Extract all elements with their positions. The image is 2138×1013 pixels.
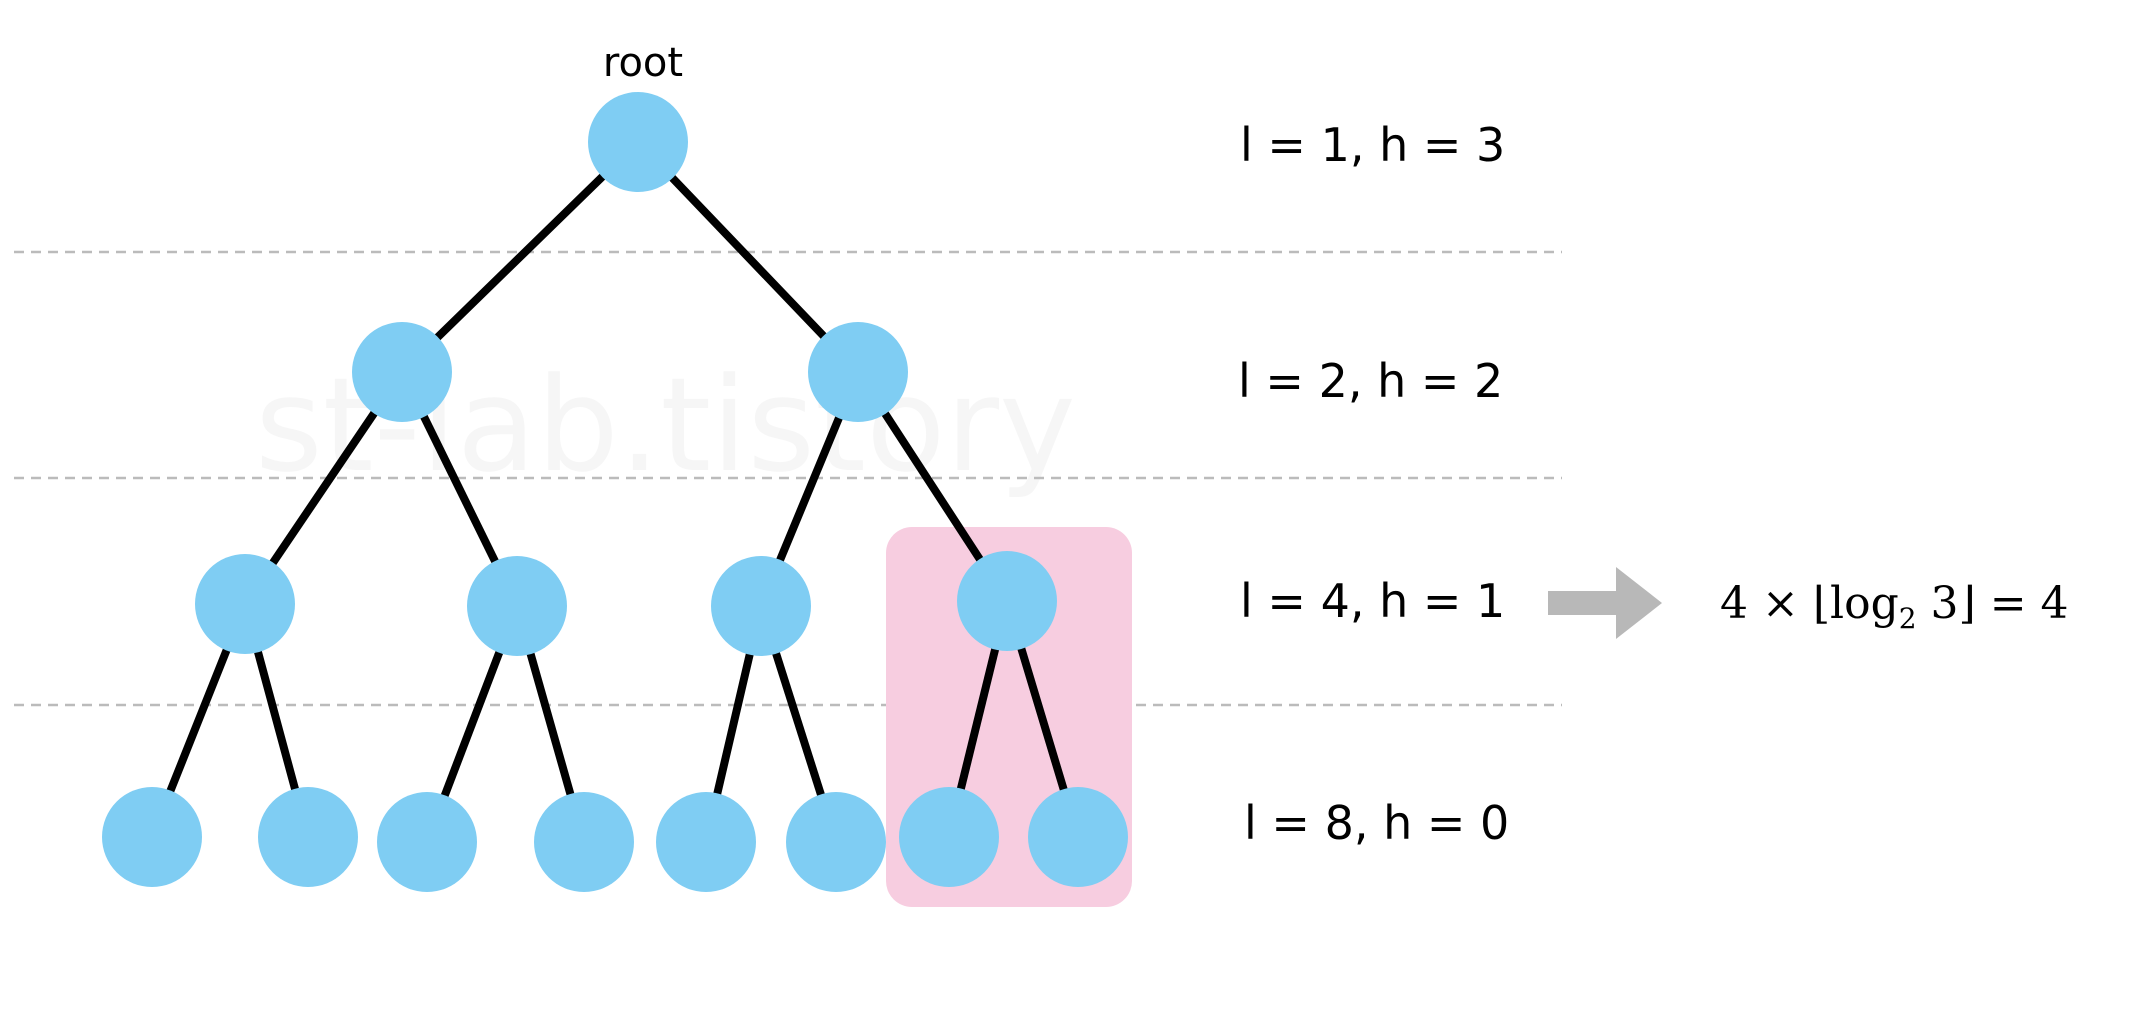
formula: 4 × ⌊log2 3⌋ = 4 bbox=[1720, 578, 2069, 635]
tree-leaf bbox=[102, 787, 202, 887]
formula-subscript: 2 bbox=[1899, 602, 1917, 635]
tree-node bbox=[711, 556, 811, 656]
tree-node bbox=[352, 322, 452, 422]
tree-node bbox=[957, 551, 1057, 651]
level-label-2: l = 2, h = 2 bbox=[1238, 354, 1503, 408]
tree-node-root bbox=[588, 92, 688, 192]
tree-leaf bbox=[786, 792, 886, 892]
level-label-3: l = 4, h = 1 bbox=[1240, 574, 1505, 628]
tree-leaf bbox=[534, 792, 634, 892]
tree-leaf bbox=[656, 792, 756, 892]
tree-leaf bbox=[377, 792, 477, 892]
level-label-4: l = 8, h = 0 bbox=[1244, 796, 1509, 850]
root-label: root bbox=[603, 40, 683, 86]
tree-leaf bbox=[899, 787, 999, 887]
tree-leaf bbox=[258, 787, 358, 887]
right-arrow-icon bbox=[1548, 567, 1662, 639]
level-label-1: l = 1, h = 3 bbox=[1240, 118, 1505, 172]
tree-edge bbox=[635, 139, 861, 375]
formula-prefix: 4 × ⌊log bbox=[1720, 578, 1899, 629]
tree-leaf bbox=[1028, 787, 1128, 887]
formula-suffix: 3⌋ = 4 bbox=[1917, 578, 2069, 629]
tree-edge bbox=[399, 139, 641, 375]
tree-node bbox=[195, 554, 295, 654]
tree-node bbox=[808, 322, 908, 422]
tree-nodes bbox=[102, 92, 1128, 892]
tree-node bbox=[467, 556, 567, 656]
